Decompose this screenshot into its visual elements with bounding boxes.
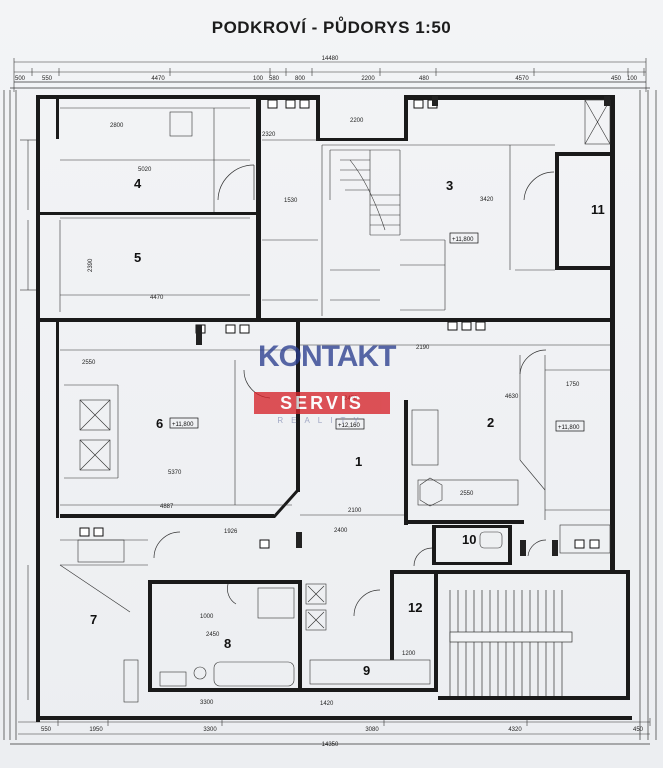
room-12-label: 12 (408, 600, 422, 615)
room-7-label: 7 (90, 612, 97, 627)
dim-2190: 2190 (416, 345, 430, 351)
watermark-middle-text: SERVIS (254, 392, 390, 414)
dim-label: 3300 (203, 727, 217, 733)
room-2-label: 2 (487, 415, 494, 430)
dim-4470: 4470 (150, 295, 164, 301)
bottom-dimension-lines (18, 721, 650, 735)
roof-outline (3, 81, 657, 745)
dim-3420: 3420 (480, 197, 494, 203)
stair-landing (449, 631, 573, 643)
overall-dim-top: 14480 (322, 56, 339, 62)
dim-4887: 4887 (160, 504, 174, 510)
dim-3300: 3300 (200, 700, 214, 706)
top-dimension-lines (13, 58, 647, 92)
dim-2400: 2400 (334, 528, 348, 534)
dim-1000: 1000 (200, 614, 214, 620)
room-3-label: 3 (446, 178, 453, 193)
dim-label: 450 (633, 727, 644, 733)
dim-4630: 4630 (505, 394, 519, 400)
watermark-logo: KONTAKT SERVIS REALITY (252, 336, 396, 426)
staircase-top (329, 149, 401, 236)
dim-2450: 2450 (206, 632, 220, 638)
dim-1420: 1420 (320, 701, 334, 707)
plan-title: PODKROVÍ - PŮDORYS 1:50 (211, 18, 452, 37)
elevation-room-6: +11,800 (172, 422, 194, 428)
dim-5020: 5020 (138, 167, 152, 173)
dim-label: 550 (41, 727, 52, 733)
room-4-label: 4 (134, 176, 142, 191)
elevation-room-2: +11,800 (558, 425, 580, 431)
dim-2550: 2550 (82, 360, 96, 366)
dim-2800: 2800 (110, 123, 124, 129)
room-1-label: 1 (355, 454, 362, 469)
dim-label: 550 (42, 76, 53, 82)
watermark-bottom-text: REALITY (277, 416, 367, 425)
room-11-label: 11 (591, 202, 605, 217)
dim-2390: 2390 (88, 258, 94, 272)
dim-label: 4470 (151, 76, 165, 82)
dim-label: 4570 (515, 76, 529, 82)
dim-label: 4320 (508, 727, 522, 733)
dim-2100: 2100 (348, 508, 362, 514)
dim-2320: 2320 (262, 132, 276, 138)
dim-label: 580 (269, 76, 280, 82)
staircase-bottom (449, 590, 573, 696)
dim-1926: 1926 (224, 529, 238, 535)
room-5-label: 5 (134, 250, 141, 265)
watermark-top-text: KONTAKT (258, 340, 396, 373)
dim-1750: 1750 (566, 382, 580, 388)
dim-2550b: 2550 (460, 491, 474, 497)
column-blocks (196, 96, 610, 556)
dim-label: 500 (15, 76, 26, 82)
dim-1530: 1530 (284, 198, 298, 204)
dim-label: 100 (627, 76, 638, 82)
room-10-label: 10 (462, 532, 476, 547)
bottom-dims-row: 550 1950 3300 3080 4320 450 (41, 718, 651, 733)
elevation-room-1: +12,160 (338, 423, 361, 429)
dim-label: 450 (611, 76, 622, 82)
overall-dim-bottom: 14350 (322, 742, 339, 748)
dim-label: 3080 (365, 727, 379, 733)
room-numbers: 1 2 3 4 5 6 7 8 9 10 11 12 (90, 176, 605, 678)
interior-lines (20, 99, 611, 703)
room-8-label: 8 (224, 636, 231, 651)
room-6-label: 6 (156, 416, 163, 431)
room-9-label: 9 (363, 663, 370, 678)
dim-5370: 5370 (168, 470, 182, 476)
door-swings (153, 164, 555, 617)
dim-2200: 2200 (350, 118, 364, 124)
dim-1200: 1200 (402, 651, 416, 657)
skylight-vents (79, 99, 600, 549)
dim-label: 480 (419, 76, 430, 82)
top-dims-row: 500 550 4470 100 580 800 2200 480 4570 450 100 (15, 68, 645, 82)
dim-label: 2200 (361, 76, 375, 82)
dim-label: 800 (295, 76, 306, 82)
dim-label: 1950 (89, 727, 103, 733)
elevation-room-3: +11,800 (452, 237, 474, 243)
elevation-markers: +11,800 +12,160 +11,800 +11,800 (169, 232, 585, 432)
dim-label: 100 (253, 76, 264, 82)
